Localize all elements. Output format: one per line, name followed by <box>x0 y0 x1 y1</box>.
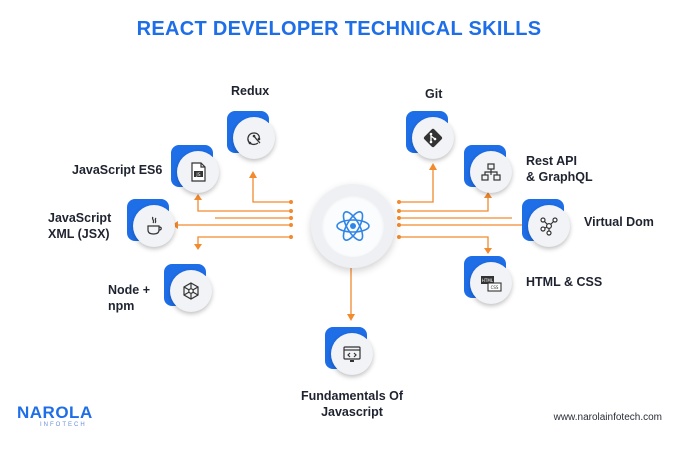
fundamentals-label-line2: Javascript <box>321 405 383 419</box>
jsx-node <box>127 199 175 247</box>
js-es6-label: JavaScript ES6 <box>72 163 163 177</box>
graph-nodes-icon <box>540 217 558 236</box>
fundamentals-node <box>325 327 373 375</box>
svg-text:CSS: CSS <box>491 285 499 290</box>
line-git <box>399 168 434 203</box>
line-html <box>399 236 489 250</box>
virtual-dom-label: Virtual Dom <box>584 215 654 229</box>
rest-api-node <box>464 145 512 193</box>
rest-label-line1: Rest API <box>526 154 577 168</box>
react-atom-icon <box>336 211 370 241</box>
js-file-icon: JS <box>191 162 206 182</box>
html-css-label: HTML & CSS <box>526 275 603 289</box>
brand-sub: INFOTECH <box>40 422 87 428</box>
redux-node <box>227 111 275 159</box>
git-node <box>406 111 454 159</box>
git-label: Git <box>425 87 443 101</box>
java-cup-icon <box>147 216 162 235</box>
center-react-node <box>311 184 395 268</box>
redux-label: Redux <box>231 84 270 98</box>
rest-label-line2: & GraphQL <box>526 170 593 184</box>
redux-icon <box>247 132 261 146</box>
fundamentals-label-line1: Fundamentals Of <box>300 389 404 403</box>
page-title: REACT DEVELOPER TECHNICAL SKILLS <box>136 18 542 40</box>
code-screen-icon <box>343 346 361 362</box>
node-npm-node <box>164 264 212 312</box>
git-icon <box>423 128 443 148</box>
html-css-icon: HTML CSS <box>481 276 502 292</box>
jsx-label-line1: JavaScript <box>48 211 112 225</box>
svg-text:JS: JS <box>195 172 200 178</box>
node-label-line2: npm <box>108 299 135 313</box>
website-url[interactable]: www.narolainfotech.com <box>553 412 662 423</box>
node-hexagon-icon <box>183 282 199 300</box>
svg-text:HTML: HTML <box>482 278 494 283</box>
node-label-line1: Node + <box>108 283 151 297</box>
network-icon <box>481 163 501 181</box>
line-rest <box>399 196 489 212</box>
html-css-node: HTML CSS <box>464 256 512 304</box>
line-js-es6 <box>197 198 291 212</box>
line-redux <box>252 176 291 203</box>
js-es6-node: JS <box>171 145 219 193</box>
virtual-dom-node <box>522 199 570 247</box>
brand-logo: NAROLA <box>17 403 93 422</box>
line-node <box>197 236 291 246</box>
jsx-label-line2: XML (JSX) <box>48 227 110 241</box>
